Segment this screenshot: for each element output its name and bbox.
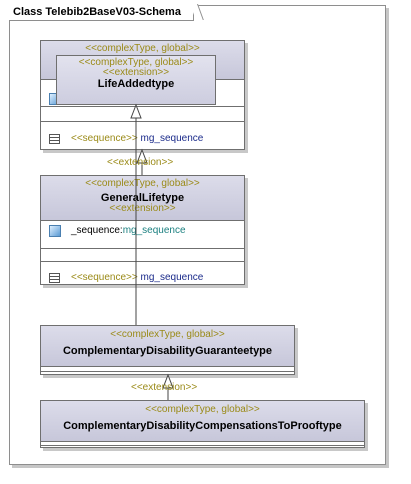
- class-box-compensations[interactable]: <<complexType, global>> ComplementaryDis…: [40, 400, 365, 448]
- stereotype-label: <<complexType, global>>: [110, 329, 225, 340]
- class-name: ComplementaryDisabilityCompensationsToPr…: [63, 420, 342, 432]
- attribute-icon: [49, 225, 61, 237]
- extension-stereotype: <<extension>>: [102, 67, 170, 78]
- attribute-type: mg_sequence: [122, 225, 186, 236]
- stereotype-label: <<complexType, global>>: [145, 404, 260, 415]
- stereotype-label: <<complexType, global>>: [85, 178, 200, 189]
- compartment-separator: [41, 442, 364, 446]
- extension-edge-label: <<extension>>: [107, 157, 174, 168]
- class-box-general-life[interactable]: <<complexType, global>> GeneralLifetype …: [40, 175, 245, 285]
- class-name: ComplementaryDisabilityGuaranteetype: [62, 345, 273, 357]
- sequence-keyword: <<sequence>>: [71, 133, 138, 144]
- compartment-separator: [41, 249, 244, 262]
- class-header: <<complexType, global>> <<extension>> Li…: [57, 56, 215, 104]
- sequence-name: mg_sequence: [140, 133, 204, 144]
- class-box-life-added[interactable]: <<complexType, global>> <<extension>> Li…: [56, 55, 216, 105]
- sequence-icon: [49, 134, 60, 144]
- class-header: <<complexType, global>> ComplementaryDis…: [41, 401, 364, 442]
- class-name: LifeAddedtype: [97, 78, 175, 90]
- generalization-arrowhead: [162, 373, 174, 389]
- class-header: <<complexType, global>> GeneralLifetype …: [41, 176, 244, 221]
- sequence-name: mg_sequence: [140, 272, 204, 283]
- class-box-guarantee[interactable]: <<complexType, global>> ComplementaryDis…: [40, 325, 295, 375]
- compartment-separator: [41, 240, 244, 249]
- class-name: GeneralLifetype: [100, 192, 185, 204]
- extension-edge-label: <<extension>>: [131, 382, 198, 393]
- generalization-arrowhead: [136, 148, 148, 164]
- stereotype-label: <<complexType, global>>: [78, 57, 194, 68]
- stereotype-label: <<complexType, global>>: [85, 43, 200, 54]
- generalization-arrowhead: [130, 103, 142, 119]
- extension-stereotype: <<extension>>: [109, 203, 176, 214]
- diagram-title: Class Telebib2BaseV03-Schema: [9, 5, 194, 21]
- attribute-name: _sequence:: [71, 225, 123, 236]
- sequence-row: <<sequence>> mg_sequence: [41, 129, 244, 148]
- compartment-separator: [41, 367, 294, 372]
- compartment-separator: [41, 100, 244, 107]
- sequence-keyword: <<sequence>>: [71, 272, 138, 283]
- class-header: <<complexType, global>> ComplementaryDis…: [41, 326, 294, 367]
- compartment-separator: [41, 107, 244, 122]
- attribute-row: _sequence:mg_sequence: [41, 221, 244, 240]
- sequence-row: <<sequence>> mg_sequence: [41, 268, 244, 287]
- sequence-icon: [49, 273, 60, 283]
